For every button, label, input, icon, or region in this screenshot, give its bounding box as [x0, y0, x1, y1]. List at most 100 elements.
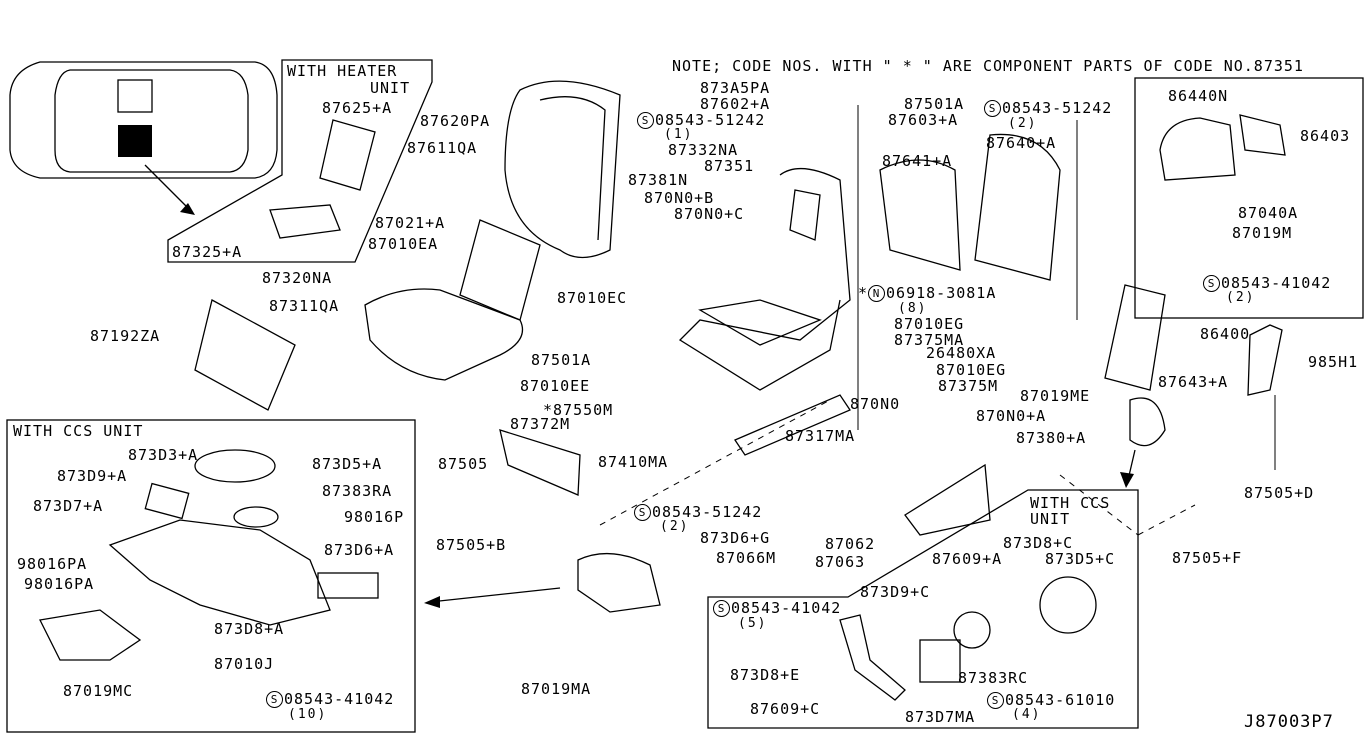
part-label[interactable]: 873D9+C	[860, 583, 931, 601]
part-label[interactable]: 873D6+A	[324, 541, 395, 559]
part-label[interactable]: 873D8+A	[214, 620, 285, 638]
part-label[interactable]: 87609+A	[932, 550, 1003, 568]
part-label[interactable]: 87381N	[628, 171, 689, 189]
part-label[interactable]: 87019M	[1232, 224, 1293, 242]
part-label[interactable]: 87383RA	[322, 482, 393, 500]
part-label[interactable]: *87550M	[543, 401, 614, 419]
part-label[interactable]: 87010EA	[368, 235, 439, 253]
part-label[interactable]: 98016P	[344, 508, 405, 526]
ccs-right-box-title-line1: WITH CCS	[1030, 494, 1111, 512]
part-label[interactable]: 87501A	[531, 351, 592, 369]
part-label[interactable]: 87320NA	[262, 269, 333, 287]
part-label[interactable]: 87010EC	[557, 289, 628, 307]
part-label[interactable]: 26480XA	[926, 344, 997, 362]
part-label[interactable]: 873D7+A	[33, 497, 104, 515]
headrest-box	[1134, 77, 1364, 319]
part-label[interactable]: 87372M	[510, 415, 571, 433]
part-label[interactable]: 87010EE	[520, 377, 591, 395]
nut-symbol-icon: N	[868, 285, 886, 302]
part-label[interactable]: 873D5+A	[312, 455, 383, 473]
screw-symbol-icon: S	[984, 100, 1001, 117]
vehicle-top-view	[9, 61, 278, 215]
part-label[interactable]: 87062	[825, 535, 876, 553]
part-label[interactable]: 87383RC	[958, 669, 1029, 687]
part-label[interactable]: 873D7MA	[905, 708, 976, 726]
quantity: (10)	[288, 707, 328, 722]
part-label[interactable]: 87620PA	[420, 112, 491, 130]
part-label[interactable]: 985H1	[1308, 353, 1359, 371]
part-label[interactable]: 87505	[438, 455, 489, 473]
part-label[interactable]: 87010EG	[894, 315, 965, 333]
part-label[interactable]: 87010J	[214, 655, 275, 673]
part-label[interactable]: 87640+A	[986, 134, 1057, 152]
part-label[interactable]: 86440N	[1168, 87, 1229, 105]
part-label[interactable]: 87375MA	[894, 331, 965, 349]
component-note: NOTE; CODE NOS. WITH " * " ARE COMPONENT…	[672, 57, 1304, 75]
part-label[interactable]: 86403	[1300, 127, 1351, 145]
part-label[interactable]: 87351	[704, 157, 755, 175]
part-label[interactable]: 98016PA	[24, 575, 95, 593]
part-label[interactable]: 87380+A	[1016, 429, 1087, 447]
part-label[interactable]: 86400	[1200, 325, 1251, 343]
part-label[interactable]: 87603+A	[888, 111, 959, 129]
part-label[interactable]: 87192ZA	[90, 327, 161, 345]
quantity: (1)	[664, 127, 694, 142]
screw-symbol-icon: S	[987, 692, 1004, 709]
quantity: (5)	[738, 616, 768, 631]
part-label[interactable]: 87019MC	[63, 682, 134, 700]
part-label[interactable]: 87066M	[716, 549, 777, 567]
part-label[interactable]: 870N0	[850, 395, 901, 413]
part-label[interactable]: 873D3+A	[128, 446, 199, 464]
part-label[interactable]: 873D8+E	[730, 666, 801, 684]
part-label[interactable]: 87375M	[938, 377, 999, 395]
part-label[interactable]: 87641+A	[882, 152, 953, 170]
part-label[interactable]: 87625+A	[322, 99, 393, 117]
part-label[interactable]: 87501A	[904, 95, 965, 113]
part-label[interactable]: 87410MA	[598, 453, 669, 471]
quantity: (2)	[660, 519, 690, 534]
part-label[interactable]: 87317MA	[785, 427, 856, 445]
diagram-id: J87003P7	[1244, 712, 1334, 732]
quantity: (2)	[1008, 116, 1038, 131]
part-label[interactable]: 87010EG	[936, 361, 1007, 379]
ccs-right-box-title-line2: UNIT	[1030, 510, 1071, 528]
part-label[interactable]: 873D6+G	[700, 529, 771, 547]
ccs-unit-box-left	[6, 419, 416, 733]
part-label[interactable]: 87643+A	[1158, 373, 1229, 391]
part-label[interactable]: 873D9+A	[57, 467, 128, 485]
part-label[interactable]: 87332NA	[668, 141, 739, 159]
part-label[interactable]: 87021+A	[375, 214, 446, 232]
part-label[interactable]: 87609+C	[750, 700, 821, 718]
part-label[interactable]: 873D5+C	[1045, 550, 1116, 568]
part-label[interactable]: 870N0+B	[644, 189, 715, 207]
part-label[interactable]: 873A5PA	[700, 79, 771, 97]
part-label[interactable]: 87505+D	[1244, 484, 1315, 502]
ccs-unit-box-right	[707, 489, 1139, 729]
quantity: (2)	[1226, 290, 1256, 305]
ccs-left-box-title: WITH CCS UNIT	[13, 422, 144, 440]
part-label[interactable]: 87611QA	[407, 139, 478, 157]
part-label[interactable]: 87019MA	[521, 680, 592, 698]
part-label[interactable]: 87311QA	[269, 297, 340, 315]
part-label[interactable]: 87505+F	[1172, 549, 1243, 567]
heater-box-title-line1: WITH HEATER	[287, 62, 398, 80]
part-label[interactable]: 87602+A	[700, 95, 771, 113]
part-label[interactable]: 98016PA	[17, 555, 88, 573]
part-label[interactable]: 870N0+A	[976, 407, 1047, 425]
part-label[interactable]: 87325+A	[172, 243, 243, 261]
part-label[interactable]: 87505+B	[436, 536, 507, 554]
part-label[interactable]: 873D8+C	[1003, 534, 1074, 552]
part-label[interactable]: 87019ME	[1020, 387, 1091, 405]
part-label[interactable]: 870N0+C	[674, 205, 745, 223]
part-label[interactable]: 87063	[815, 553, 866, 571]
part-label[interactable]: 87040A	[1238, 204, 1299, 222]
